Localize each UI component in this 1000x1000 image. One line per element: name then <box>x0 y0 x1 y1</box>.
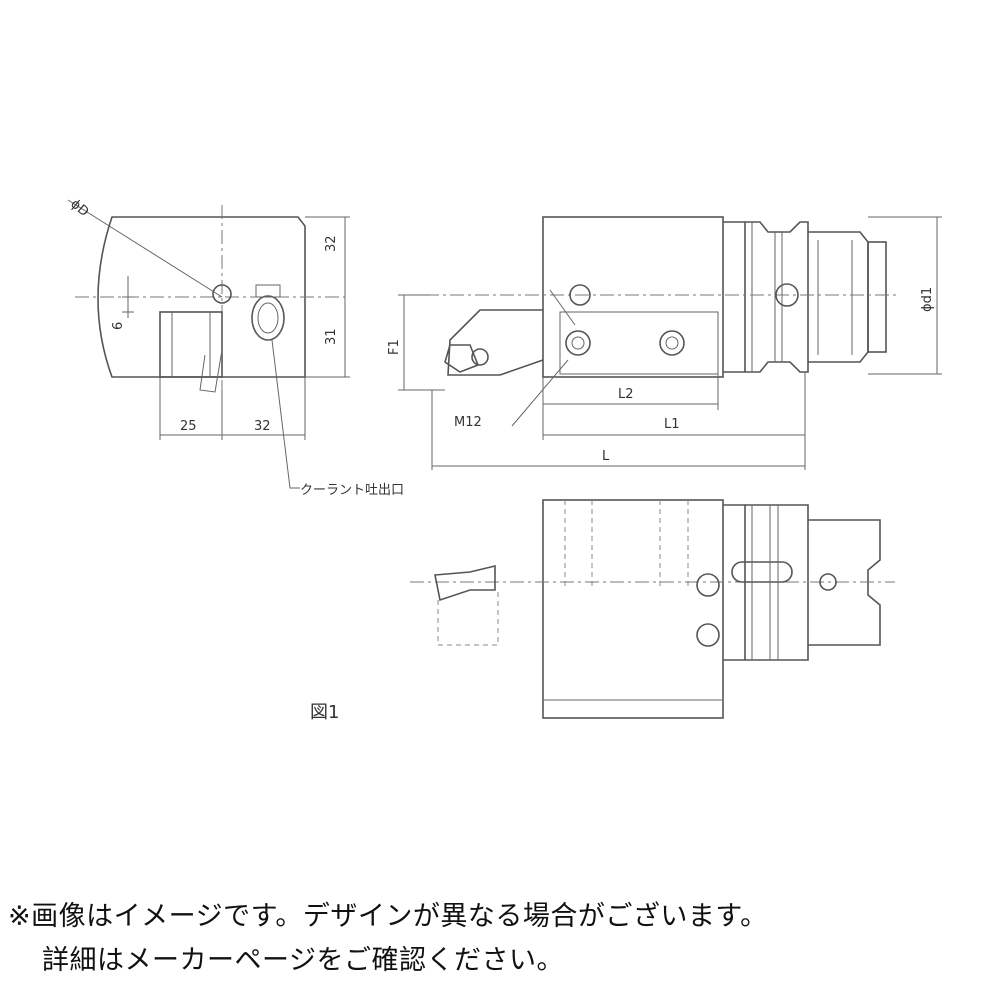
top-view <box>410 499 895 719</box>
dim-32-vertical: 32 <box>324 235 339 252</box>
side-view <box>398 216 942 470</box>
dim-32-horizontal: 32 <box>254 419 271 434</box>
dim-phi-D: ϕD <box>67 197 91 220</box>
disclaimer-line-2: 詳細はメーカーページをご確認ください。 <box>42 945 564 976</box>
dim-L: L <box>602 449 610 464</box>
technical-drawing: ϕD 32 31 6 25 32 クーラント吐出口 F1 M12 L2 L1 L… <box>67 197 942 723</box>
dim-25: 25 <box>180 419 197 434</box>
disclaimer-line-1: ※画像はイメージです。デザインが異なる場合がございます。 <box>8 901 768 932</box>
dim-phi-d1: ϕd1 <box>920 287 935 312</box>
dim-F1: F1 <box>387 339 402 355</box>
figure-label: 図1 <box>310 702 339 723</box>
dim-L2: L2 <box>618 387 634 402</box>
dim-6: 6 <box>111 322 126 330</box>
dim-L1: L1 <box>664 417 680 432</box>
dim-31-vertical: 31 <box>324 328 339 345</box>
coolant-outlet-label: クーラント吐出口 <box>300 483 404 498</box>
dim-M12: M12 <box>454 415 482 430</box>
end-view <box>67 199 350 489</box>
disclaimer-caption: ※画像はイメージです。デザインが異なる場合がございます。 詳細はメーカーページを… <box>8 895 993 983</box>
